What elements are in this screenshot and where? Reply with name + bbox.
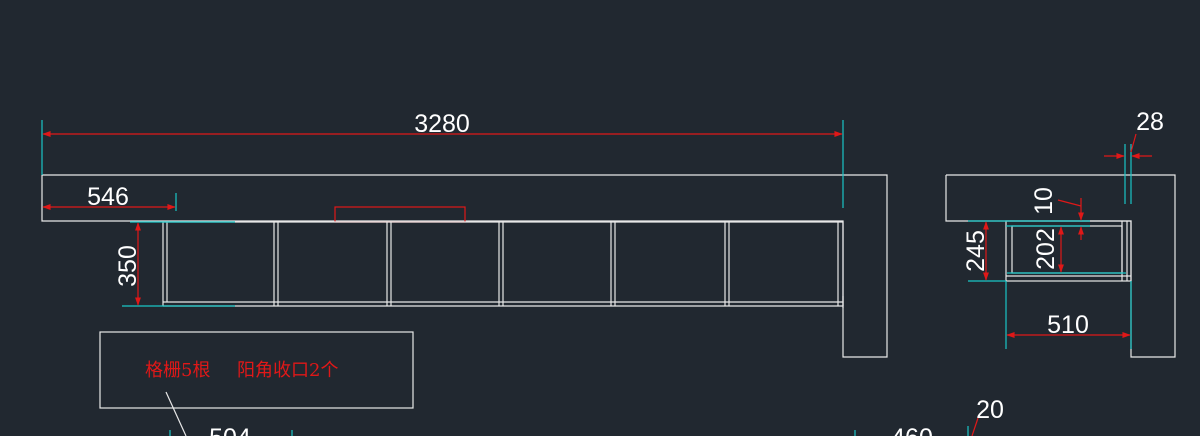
dim-350: 350: [114, 221, 235, 307]
dim-label-245: 245: [962, 230, 990, 272]
front-elevation: 3280 546 350: [41, 110, 888, 358]
dim-label-10: 10: [1030, 187, 1058, 215]
front-outline: [41, 174, 888, 358]
dim-label-28: 28: [1136, 108, 1164, 136]
dim-label-350: 350: [114, 245, 142, 287]
dim-label-510: 510: [1047, 311, 1089, 339]
note-text-grille: 格栅5根: [145, 360, 210, 381]
dim-label-546: 546: [87, 183, 129, 211]
dim-245: 245: [962, 220, 1006, 282]
note-text-corner: 阳角收口2个: [237, 360, 338, 381]
dim-label-20: 20: [976, 396, 1004, 424]
dim-546: 546: [42, 183, 177, 211]
side-box: [1005, 220, 1132, 282]
dim-label-460: 460: [891, 424, 933, 436]
dim-3280: 3280: [41, 110, 844, 208]
bottom-dims: 504 460 20: [169, 396, 1004, 436]
hidden-fixture-mark: [334, 206, 466, 223]
side-inner-box: [1011, 225, 1123, 274]
note-box: 格栅5根 阳角收口2个: [99, 331, 414, 436]
side-section: 28 10 202 245 510: [945, 108, 1176, 358]
dim-label-3280: 3280: [414, 110, 470, 138]
dim-28: 28: [1104, 108, 1164, 204]
side-outline: [945, 174, 1176, 358]
dim-202: 202: [1032, 226, 1064, 273]
note-frame: [99, 331, 414, 409]
dim-label-504: 504: [209, 424, 251, 436]
dim-label-202: 202: [1032, 228, 1060, 270]
note-leader: [165, 391, 187, 436]
dim-10: 10: [1006, 187, 1090, 240]
dim-510: 510: [1005, 281, 1132, 349]
grille-bars: [273, 222, 730, 306]
